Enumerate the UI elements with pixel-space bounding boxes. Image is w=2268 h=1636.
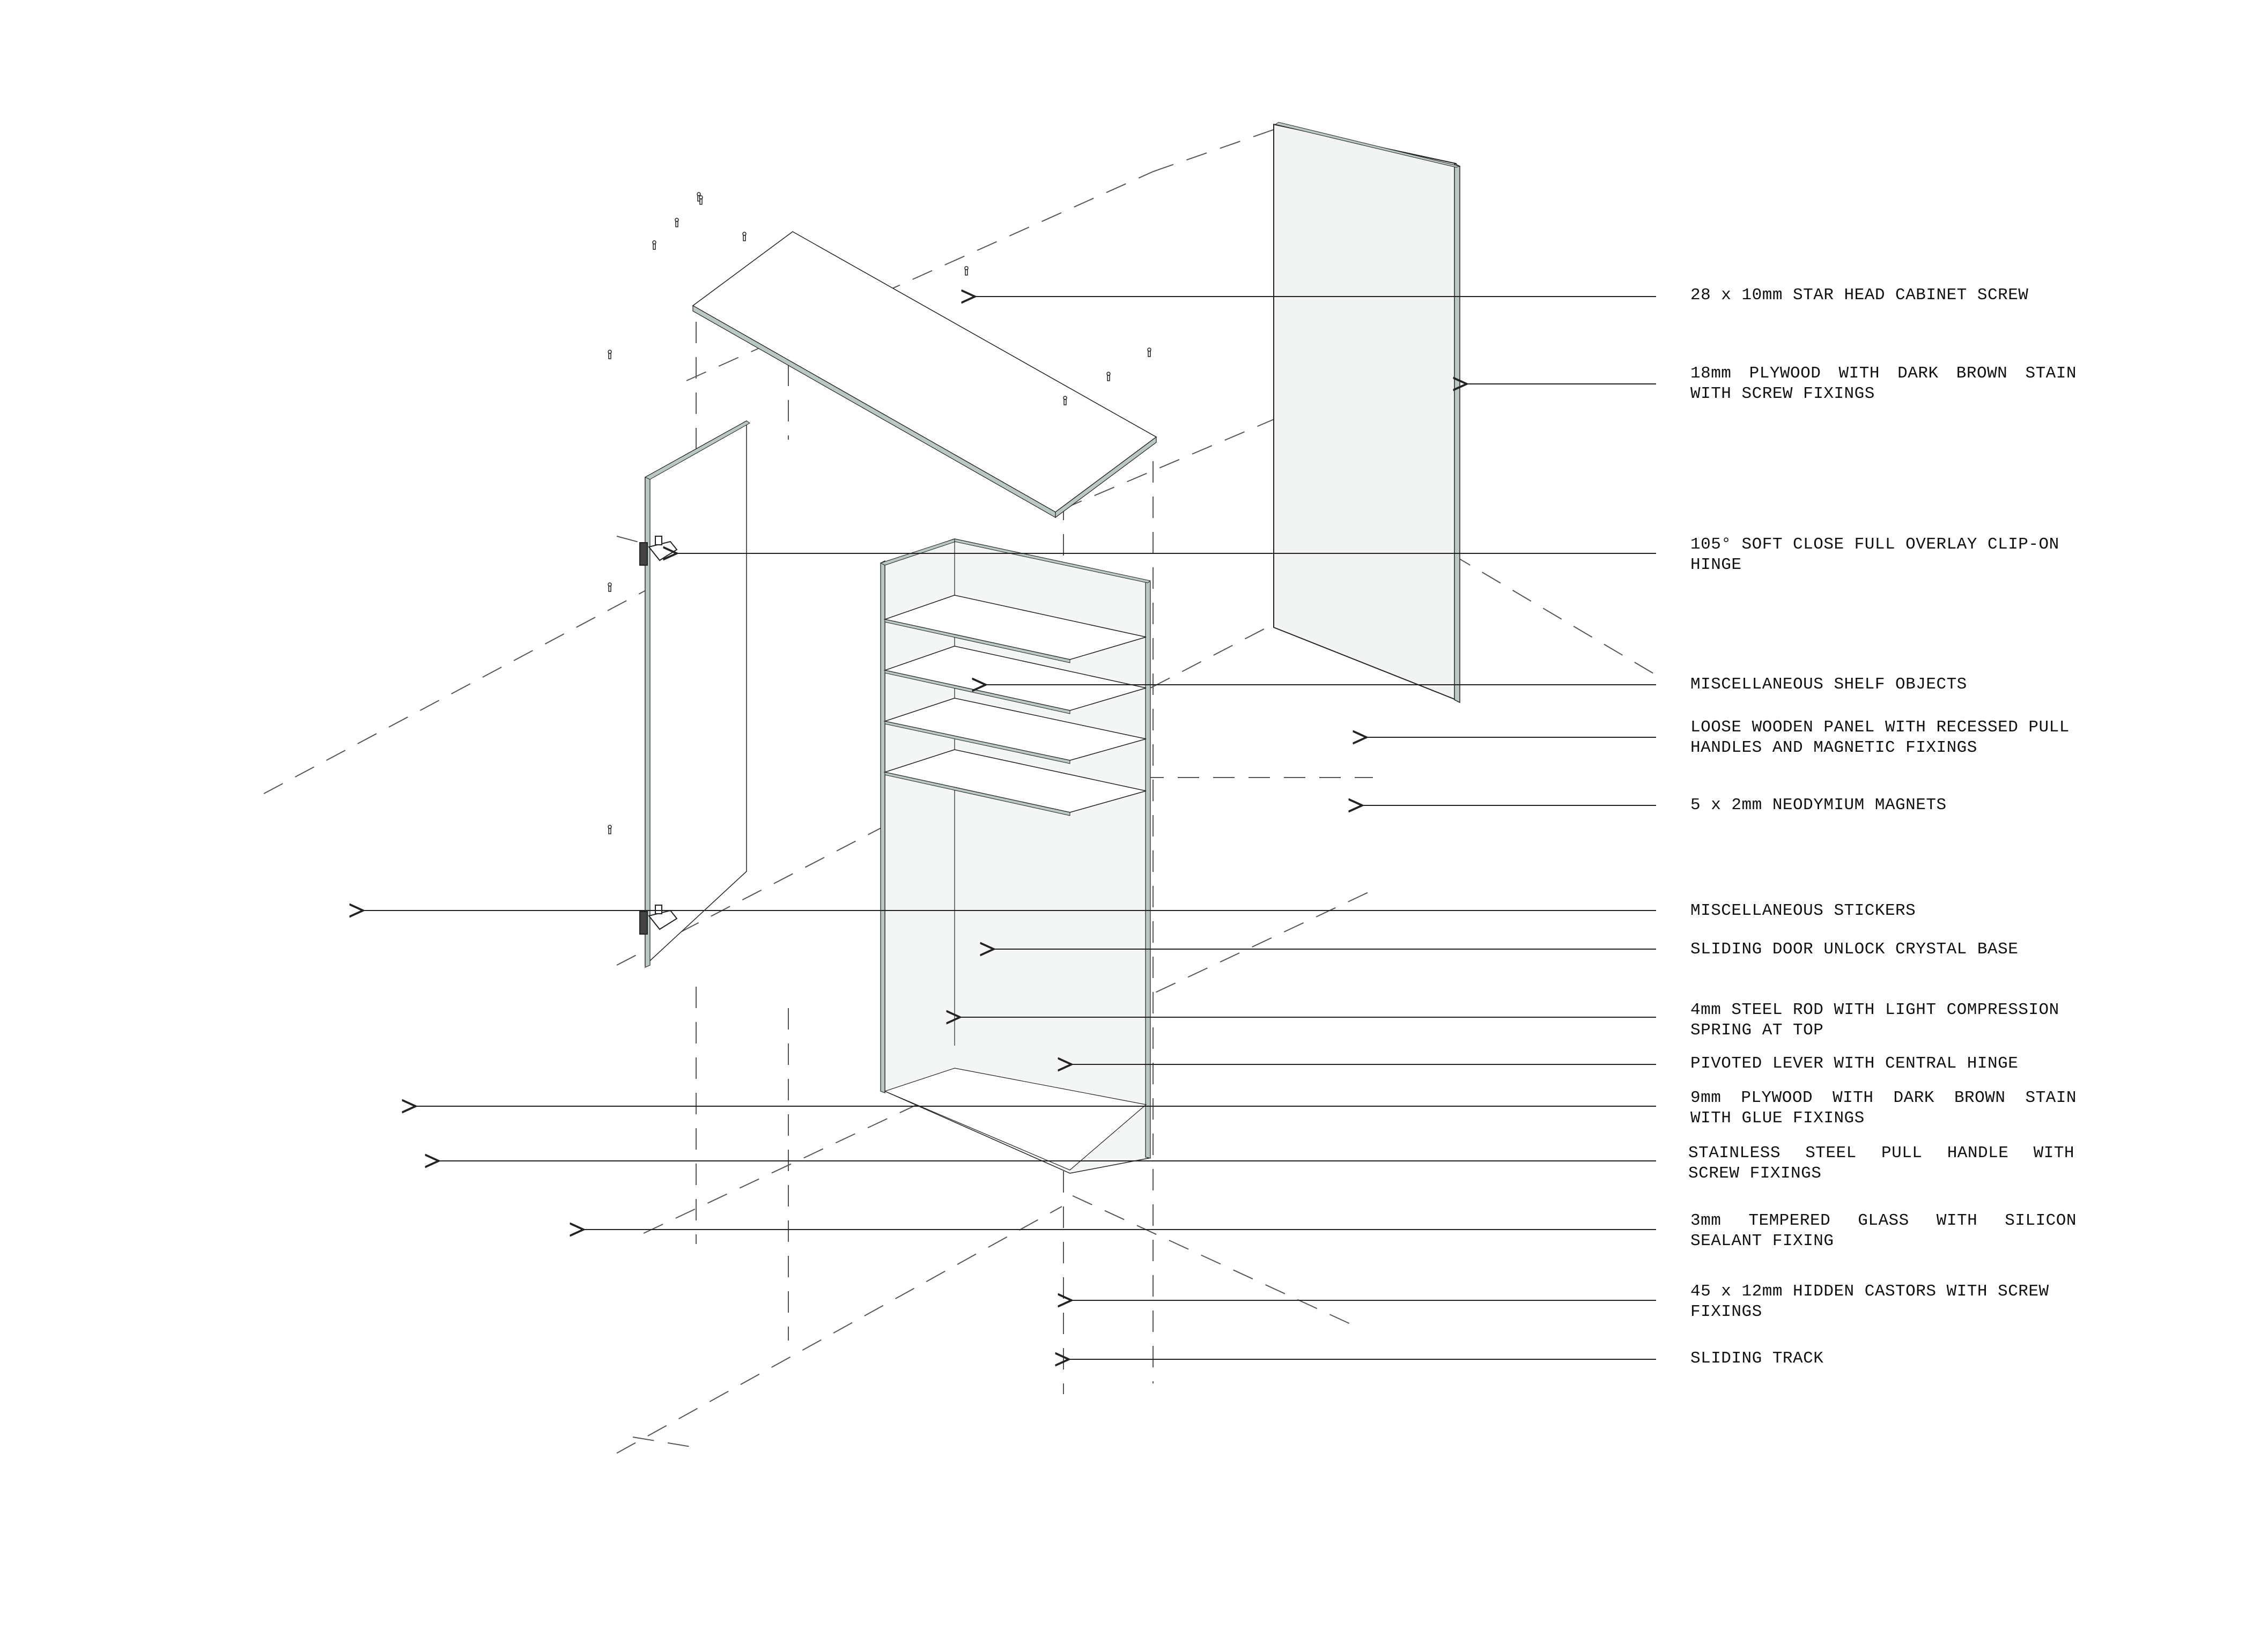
- left-side-panel: [644, 420, 750, 968]
- hinge-bottom: [639, 905, 678, 935]
- shelf-unit: [880, 538, 1151, 1174]
- leader-lines: [363, 297, 1656, 1359]
- label-shelf-objects: MISCELLANEOUS SHELF OBJECTS: [1690, 675, 1967, 694]
- top-panel: [692, 231, 1157, 519]
- label-crystal-base: SLIDING DOOR UNLOCK CRYSTAL BASE: [1690, 940, 2019, 959]
- label-magnets: 5 x 2mm NEODYMIUM MAGNETS: [1690, 796, 1947, 815]
- label-stickers: MISCELLANEOUS STICKERS: [1690, 901, 1916, 920]
- cabinet-screws: [608, 192, 1151, 834]
- back-panel-plywood-18mm: [1273, 122, 1461, 704]
- label-screw: 28 x 10mm STAR HEAD CABINET SCREW: [1690, 286, 2029, 305]
- label-lever: PIVOTED LEVER WITH CENTRAL HINGE: [1690, 1054, 2019, 1073]
- label-track: SLIDING TRACK: [1690, 1349, 1824, 1368]
